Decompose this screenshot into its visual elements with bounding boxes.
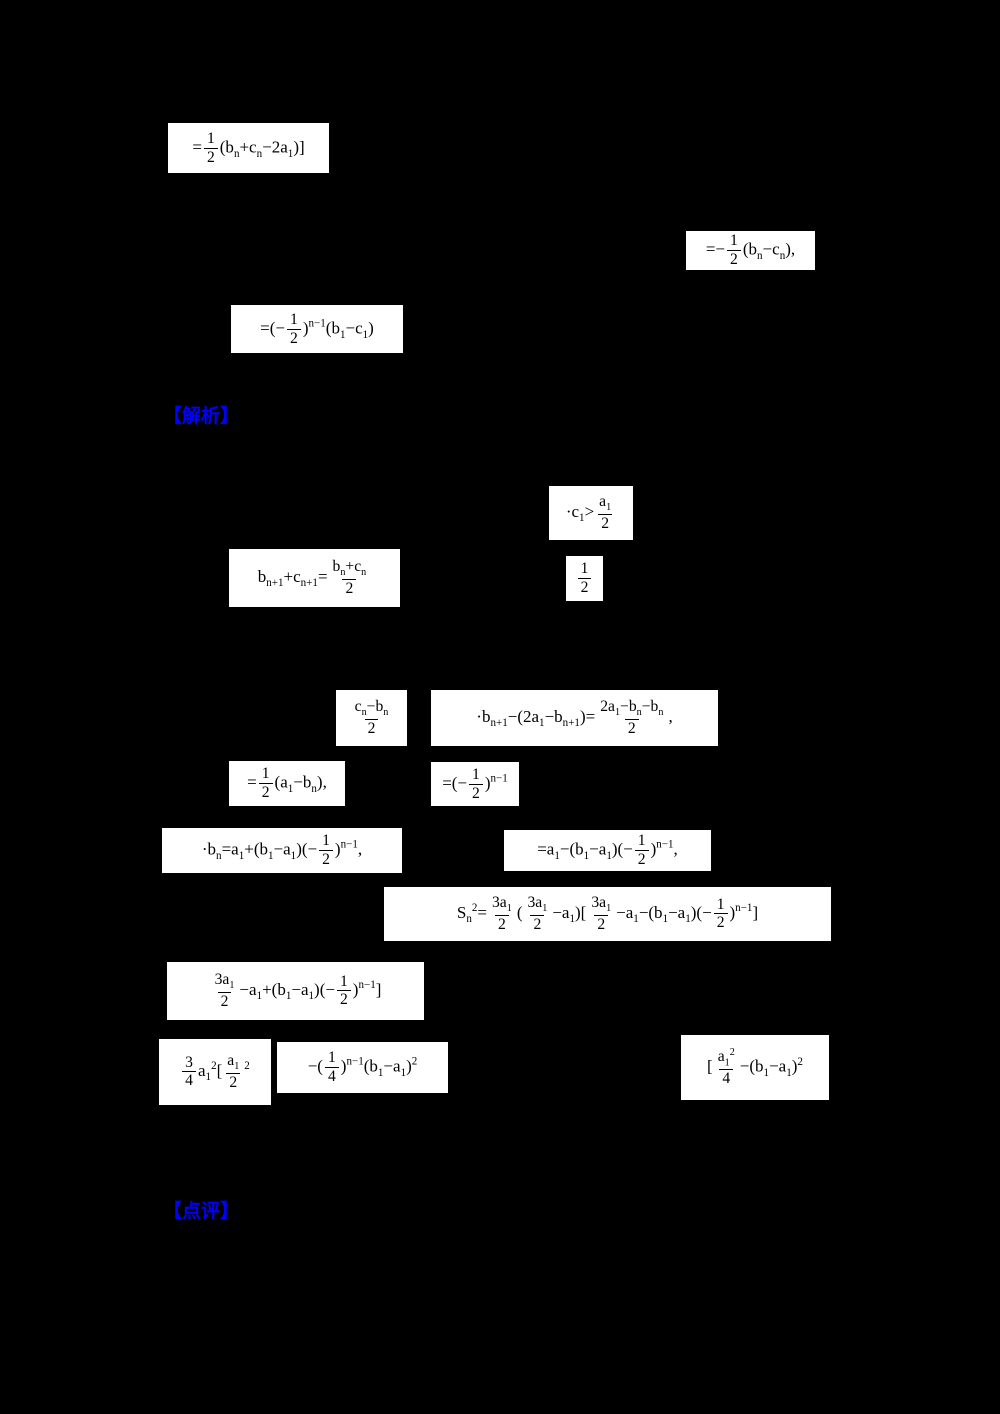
section-label-comment: 【点评】 bbox=[163, 1200, 240, 1222]
section-label-analysis: 【解析】 bbox=[163, 405, 240, 427]
